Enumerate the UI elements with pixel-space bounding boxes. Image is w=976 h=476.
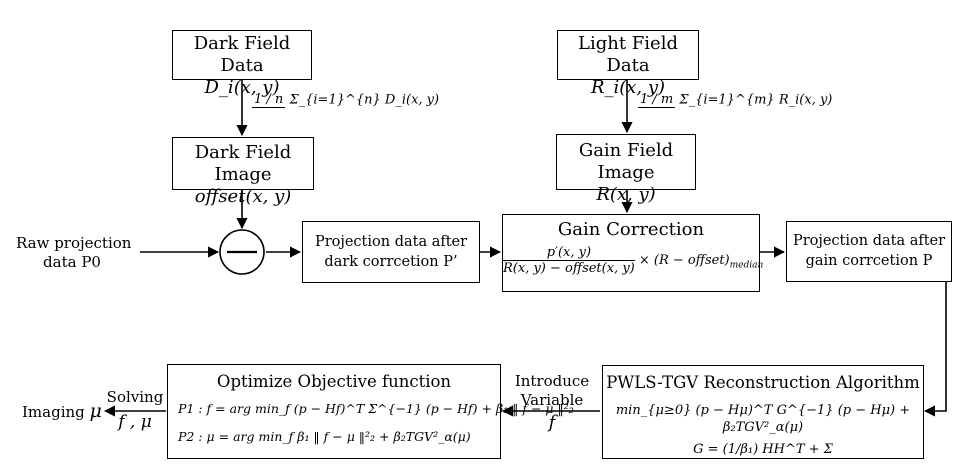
solving-text: Solving <box>106 388 164 406</box>
imaging-label: Imaging μ <box>22 400 102 422</box>
light-field-data-box: Light Field Data R_i(x, y) <box>557 30 699 98</box>
light-field-data-expr: R_i(x, y) <box>590 77 666 98</box>
dark-field-image-title: Dark Field Image <box>194 142 292 185</box>
gain-correction-title: Gain Correction <box>557 219 705 240</box>
optimize-p1: P1 : f = arg min_f (p − Hf)^T Σ^{−1} (p … <box>178 401 574 416</box>
optimize-box: Optimize Objective function P1 : f = arg… <box>167 364 574 459</box>
imaging-text: Imaging <box>22 403 85 421</box>
optimize-title: Optimize Objective function <box>216 372 452 391</box>
gain-correction-sub: median <box>729 260 764 271</box>
gain-correction-rest: × (R − offset) <box>638 253 730 268</box>
dark-field-data-expr: D_i(x, y) <box>204 77 280 98</box>
gain-field-image-title: Gain Field Image <box>578 140 674 183</box>
introduce-variable-label: Introduce Variable f <box>510 372 594 432</box>
optimize-p2: P2 : μ = arg min_f β₁ ‖ f − μ ‖²₂ + β₂TG… <box>178 429 471 444</box>
dark-sum-label: 1 / n Σ_{i=1}^{n} D_i(x, y) <box>252 92 439 108</box>
raw-line1: Raw projection <box>16 234 132 252</box>
after-gain-box: Projection data after gain corrcetion P <box>786 221 952 282</box>
raw-line2: data P0 <box>43 253 101 271</box>
solving-vars: f , μ <box>118 412 152 432</box>
dark-field-data-title: Dark Field Data <box>193 33 291 76</box>
introduce-line1: Introduce <box>514 372 590 390</box>
pwls-eq2: G = (1/β₁) HH^T + Σ <box>693 442 833 457</box>
arrow-after-gain-to-pwls <box>923 282 947 417</box>
light-sum-frac: 1 / m <box>638 92 676 108</box>
dark-field-data-box: Dark Field Data D_i(x, y) <box>172 30 312 98</box>
after-dark-line2: dark corrcetion P’ <box>324 254 458 270</box>
dark-field-image-box: Dark Field Image offset(x, y) <box>172 137 314 207</box>
after-dark-box: Projection data after dark corrcetion P’ <box>302 221 480 283</box>
raw-projection-label: Raw projection data P0 <box>16 234 132 272</box>
dark-sum-expr: Σ_{i=1}^{n} D_i(x, y) <box>289 92 440 108</box>
introduce-var: f <box>548 412 556 433</box>
dark-sum-frac: 1 / n <box>252 92 286 108</box>
after-gain-line2: gain corrcetion P <box>805 253 933 269</box>
light-sum-expr: Σ_{i=1}^{m} R_i(x, y) <box>679 92 833 108</box>
gain-field-image-box: Gain Field Image R(x, y) <box>556 134 696 205</box>
pwls-title: PWLS-TGV Reconstruction Algorithm <box>606 373 920 392</box>
gain-correction-num: p′(x, y) <box>503 245 635 261</box>
light-field-data-title: Light Field Data <box>578 33 678 76</box>
pwls-box: PWLS-TGV Reconstruction Algorithm min_{μ… <box>602 365 924 459</box>
introduce-line2: Variable <box>520 391 584 409</box>
dark-field-image-expr: offset(x, y) <box>194 186 292 207</box>
after-gain-line1: Projection data after <box>792 233 946 249</box>
gain-field-image-expr: R(x, y) <box>596 184 656 205</box>
imaging-var: μ <box>89 400 102 422</box>
pwls-eq1: min_{μ≥0} (p − Hμ)^T G^{−1} (p − Hμ) + β… <box>615 403 911 435</box>
light-sum-label: 1 / m Σ_{i=1}^{m} R_i(x, y) <box>638 92 832 108</box>
gain-correction-box: Gain Correction p′(x, y) R(x, y) − offse… <box>502 214 763 292</box>
solving-label: Solving f , μ <box>106 388 164 432</box>
after-dark-line1: Projection data after <box>314 234 468 250</box>
gain-correction-formula: p′(x, y) R(x, y) − offset(x, y) × (R − o… <box>503 245 763 276</box>
gain-correction-den: R(x, y) − offset(x, y) <box>503 261 635 276</box>
